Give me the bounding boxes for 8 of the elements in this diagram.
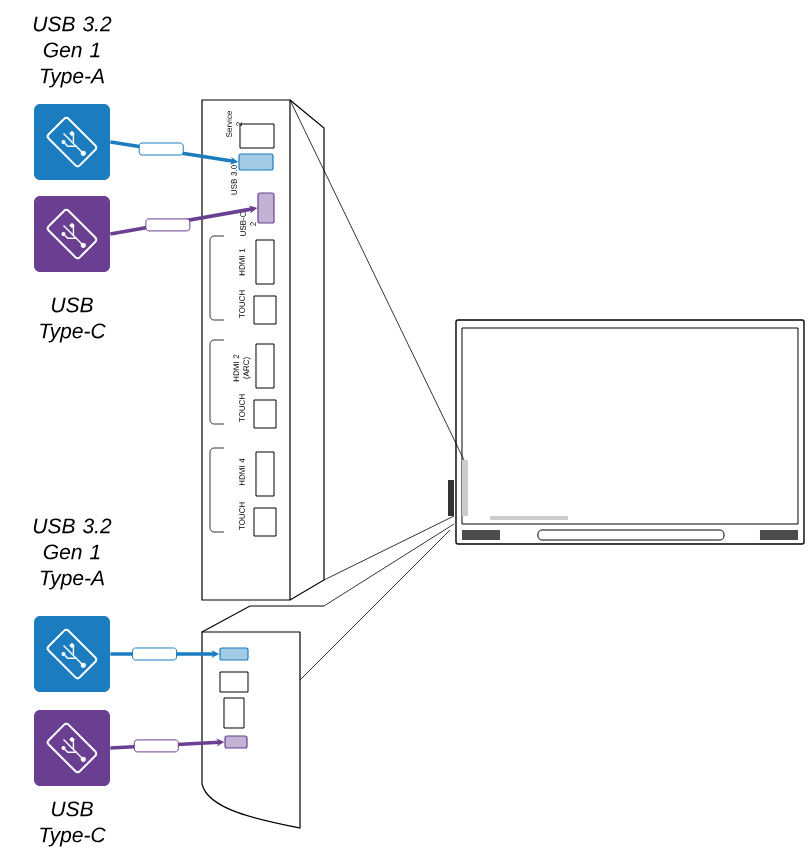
connector-label: USB Type-C <box>40 801 106 847</box>
usb-port <box>219 647 249 661</box>
usb-port <box>238 153 274 171</box>
connector-label: USB 3.2 Gen 1 Type-A <box>33 16 112 88</box>
usb-port <box>257 192 275 224</box>
usb-port <box>224 735 248 749</box>
connector-label: USB 3.2 Gen 1 Type-A <box>33 518 112 590</box>
connector-label: USB Type-C <box>40 297 106 343</box>
